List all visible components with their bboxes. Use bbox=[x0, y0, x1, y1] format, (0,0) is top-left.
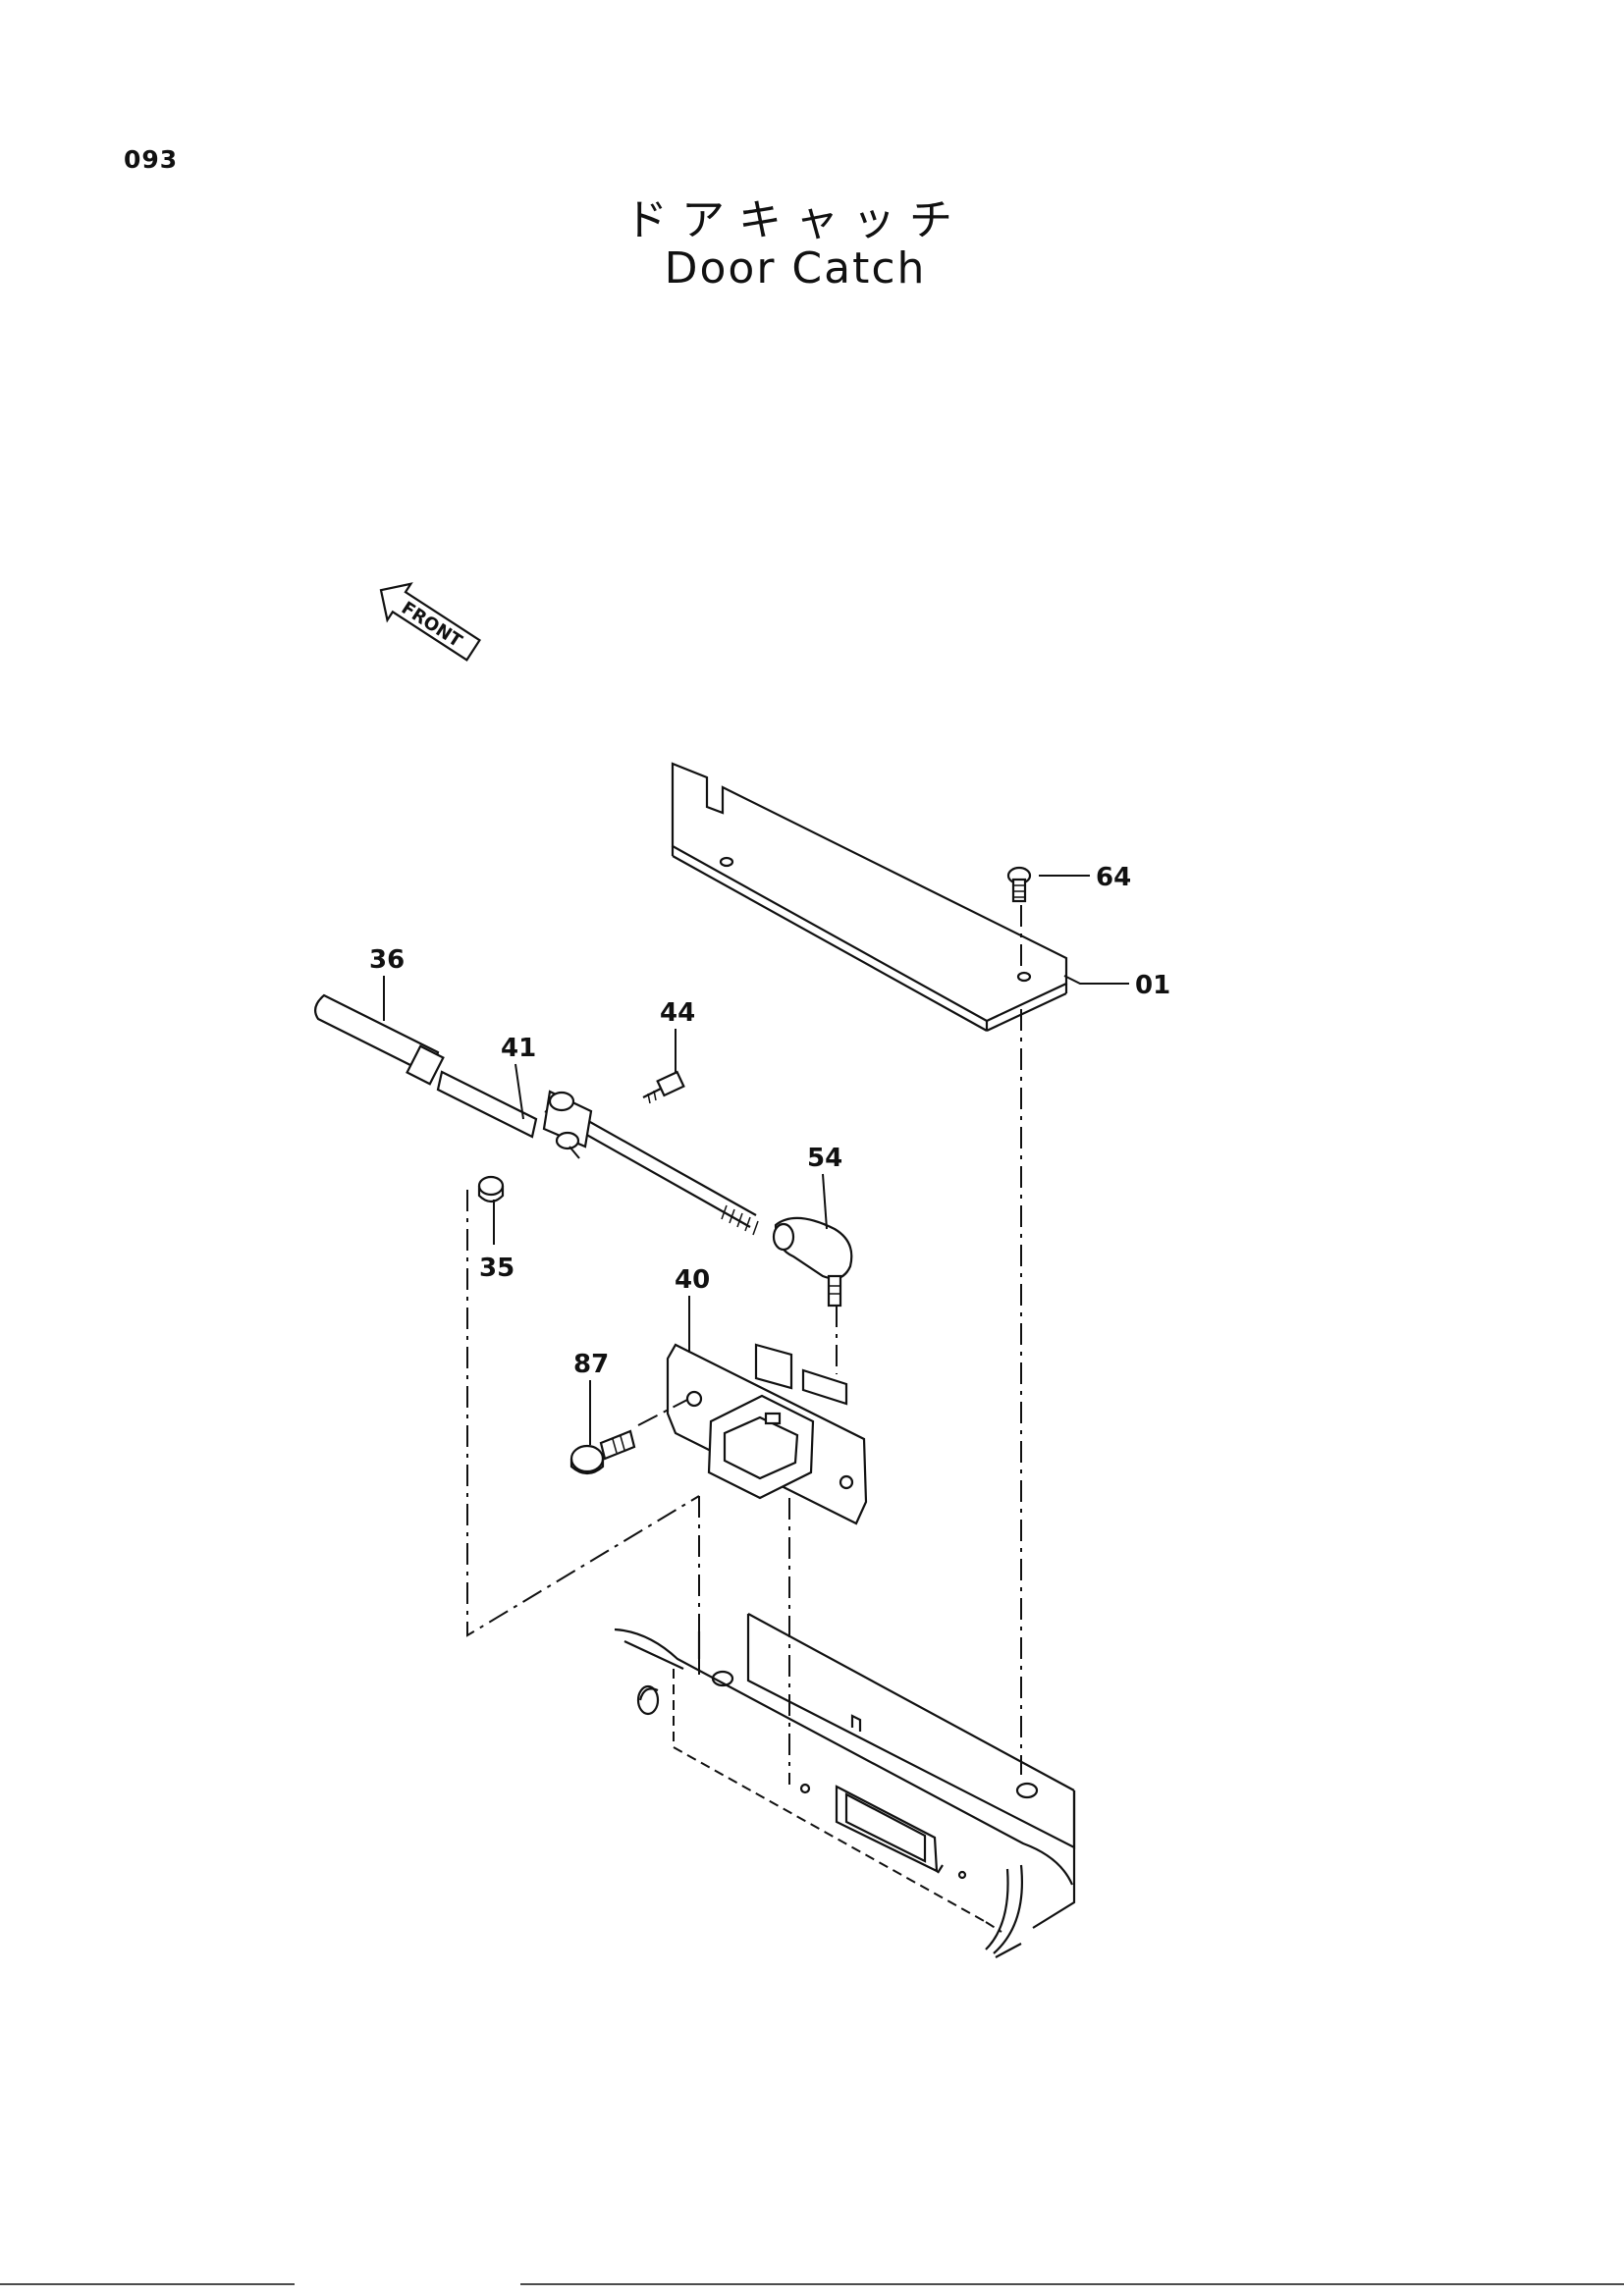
part-label-35: 35 bbox=[479, 1254, 514, 1283]
page-title-japanese: ドアキャッチ bbox=[624, 195, 966, 245]
bolt-87-part bbox=[569, 1429, 636, 1475]
part-label-41: 41 bbox=[501, 1034, 536, 1063]
screw-44-part bbox=[642, 1070, 685, 1104]
assembly-guide-lines bbox=[466, 905, 1022, 1933]
page-title-english: Door Catch bbox=[664, 243, 927, 294]
part-label-40: 40 bbox=[675, 1265, 710, 1295]
rod-assembly-part bbox=[542, 1090, 759, 1236]
ball-joint-part bbox=[772, 1216, 853, 1308]
part-label-54: 54 bbox=[807, 1144, 842, 1173]
part-label-87: 87 bbox=[573, 1350, 609, 1379]
front-arrow-icon: FRONT bbox=[379, 582, 481, 662]
page-number: 093 bbox=[124, 145, 179, 174]
catch-assembly-part bbox=[666, 1343, 868, 1525]
part-label-36: 36 bbox=[369, 945, 405, 975]
rod-thread bbox=[721, 1204, 759, 1236]
collar-part bbox=[477, 1175, 505, 1203]
part-label-64: 64 bbox=[1096, 863, 1131, 892]
part-callouts: 64 01 36 41 44 54 35 40 87 bbox=[369, 863, 1170, 1445]
rod-grip-part bbox=[436, 1070, 538, 1139]
part-label-44: 44 bbox=[660, 998, 695, 1028]
screw-64-part bbox=[1006, 866, 1032, 903]
part-label-01: 01 bbox=[1135, 971, 1170, 1000]
bracket-plate-part bbox=[671, 762, 1068, 1032]
cab-frame-part bbox=[614, 1613, 1076, 1958]
end-cap-part bbox=[313, 993, 445, 1086]
